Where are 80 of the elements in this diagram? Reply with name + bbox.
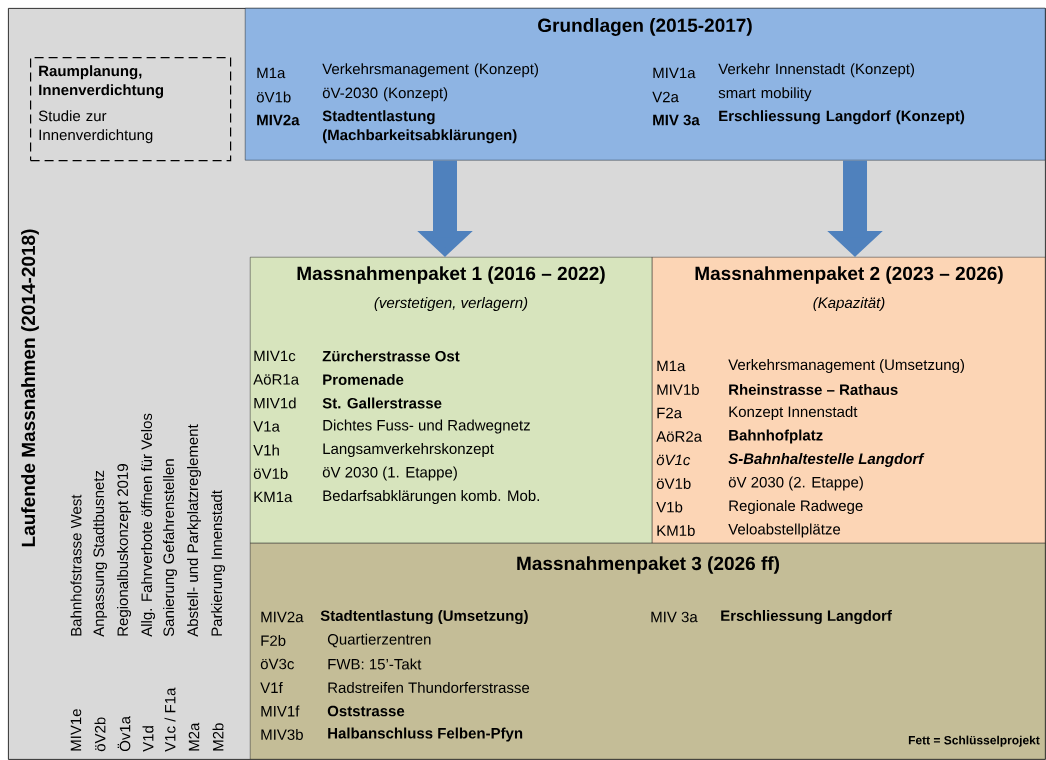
measure-name: Zürcherstrasse Ost [322,350,460,362]
measure-name: öV 2030 (1. Etappe) [322,466,457,481]
measure-code: MIV1c [254,350,296,362]
measure-code: F2b [261,635,286,646]
box-heading: Raumplanung, Innenverdichtung [39,65,164,99]
measure-code: MIV1d [254,397,296,409]
measure-name: Sanierung Gefahrenstellen [163,459,177,637]
measure-name: Regionalbuskonzept 2019 [117,464,131,636]
measure-code: F2a [657,407,683,419]
measure-code: MIV2a [257,114,300,126]
measure-name: Promenade [323,374,404,385]
measure-code: V1a [253,421,280,432]
measure-name: Erschliessung Langdorf (Konzept) [719,110,965,125]
measure-code: KM1b [657,525,695,536]
measure-code: öV1b [253,468,288,479]
measure-name: Bahnhofstrasse West [70,494,82,636]
measure-code: MIV1f [261,705,300,717]
panel-heading: Massnahmenpaket 2 (2023 – 2026) [695,266,1003,284]
note-text: Fett = Schlüsselprojekt [908,735,1040,747]
measure-name: St. Gallerstrasse [322,397,442,409]
measure-code: MIV 3a [651,611,698,623]
measure-code: V1b [656,501,683,513]
measure-name: smart mobility [718,87,812,102]
measure-code: öV1b [256,91,291,103]
measure-name: Regionale Radwege [729,500,863,514]
measure-name: Dichtes Fuss- und Radwegnetz [323,419,530,434]
measure-name: Langsamverkehrskonzept [323,443,494,457]
measure-name: Konzept Innenstadt [729,406,858,420]
measure-code: MIV1e [70,709,82,751]
measure-code: M1a [257,67,286,79]
measure-code: V1d [142,726,154,752]
measure-code: MIV1a [653,67,696,79]
measure-name: Erschliessung Langdorf [721,610,892,625]
panel-subtitle: (Kapazität) [813,297,885,311]
measure-name: Abstell- und Parkplatzreglement [187,424,201,637]
measure-name: Bedarfsabklärungen komb. Mob. [323,490,539,504]
measure-name: Halbanschluss Felben-Pfyn [328,727,523,742]
measure-code: M2b [212,723,224,751]
measure-code: öV1b [656,478,691,489]
measure-name: Verkehrsmanagement (Konzept) [322,63,538,78]
measure-code: V1c / F1a [164,687,176,752]
panel-subtitle: (verstetigen, verlagern) [374,297,528,311]
measure-name: Quartierzentren [327,633,431,648]
measure-code: V1h [253,444,279,456]
measure-name: Radstreifen Thundorferstrasse [328,682,530,693]
measure-name: Anpassung Stadtbusnetz [93,470,107,637]
measure-name: Allg. Fahrverbote öffnen für Velos [141,413,155,637]
measure-code: V2a [652,91,679,103]
measure-name: FWB: 15’-Takt [328,658,422,670]
panel-heading: Grundlagen (2015-2017) [538,18,752,36]
measure-name: Rheinstrasse – Rathaus [729,384,898,395]
measure-name: Veloabstellplätze [728,523,841,538]
measure-code: MIV3b [261,729,303,740]
measure-name: Verkehrsmanagement (Umsetzung) [728,359,964,373]
measure-code: öV2b [94,717,106,752]
panel-heading: Massnahmenpaket 1 (2016 – 2022) [297,266,605,284]
measure-code: AöR2a [656,431,703,442]
measure-code: MIV1b [657,384,699,395]
measure-name: öV 2030 (2. Etappe) [728,476,863,491]
measure-code: MIV 3a [653,114,700,126]
measure-name: Stadtentlastung (Umsetzung) [320,610,528,625]
measure-name: S-Bahnhaltestelle Langdorf [728,453,925,467]
panel-heading: Massnahmenpaket 3 (2026 ff) [517,556,779,574]
measure-name: öV-2030 (Konzept) [322,87,448,102]
measure-code: MIV2a [261,611,304,623]
measure-name: Parkierung Innenstadt [211,490,225,636]
measure-code: KM1a [254,491,293,503]
measure-code: Öv1a [117,715,131,752]
measure-name: Stadtentlastung (Machbarkeitsabklärungen) [322,110,517,144]
measure-name: Oststrasse [327,705,405,717]
measure-code: öV3c [260,658,294,670]
measure-code: öV1c [656,454,691,466]
box-text: Studie zur Innenverdichtung [38,110,153,144]
measure-code: M2a [188,722,200,751]
panel-heading: Laufende Massnahmen (2014-2018) [21,229,39,547]
measure-code: V1f [260,682,283,693]
measure-code: M1a [657,360,686,372]
measure-code: AöR1a [253,374,300,385]
measure-name: Bahnhofplatz [729,429,823,444]
measure-name: Verkehr Innenstadt (Konzept) [718,63,915,78]
